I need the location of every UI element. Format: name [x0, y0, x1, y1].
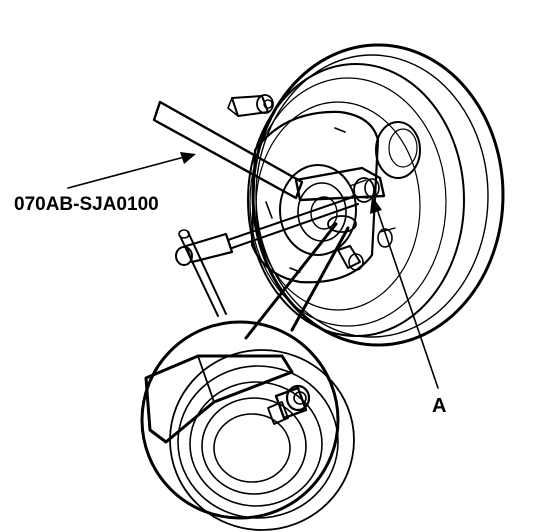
detail-stud-icon	[267, 384, 311, 425]
callout-a-leader	[370, 196, 439, 389]
mounting-stud-right-icon	[377, 227, 396, 248]
mounting-stud-bottom-icon	[337, 245, 364, 271]
callout-a-label: A	[432, 395, 446, 417]
magnified-detail-inset	[140, 320, 355, 531]
magnifier-guide-lines	[244, 215, 357, 340]
pushrod-adjustment-gauge	[152, 100, 386, 317]
mounting-stud-top-icon	[227, 94, 274, 117]
part-number-leader	[67, 152, 196, 189]
brake-booster-illustration	[227, 43, 505, 347]
tool-part-number-label: 070AB-SJA0100	[14, 194, 159, 215]
